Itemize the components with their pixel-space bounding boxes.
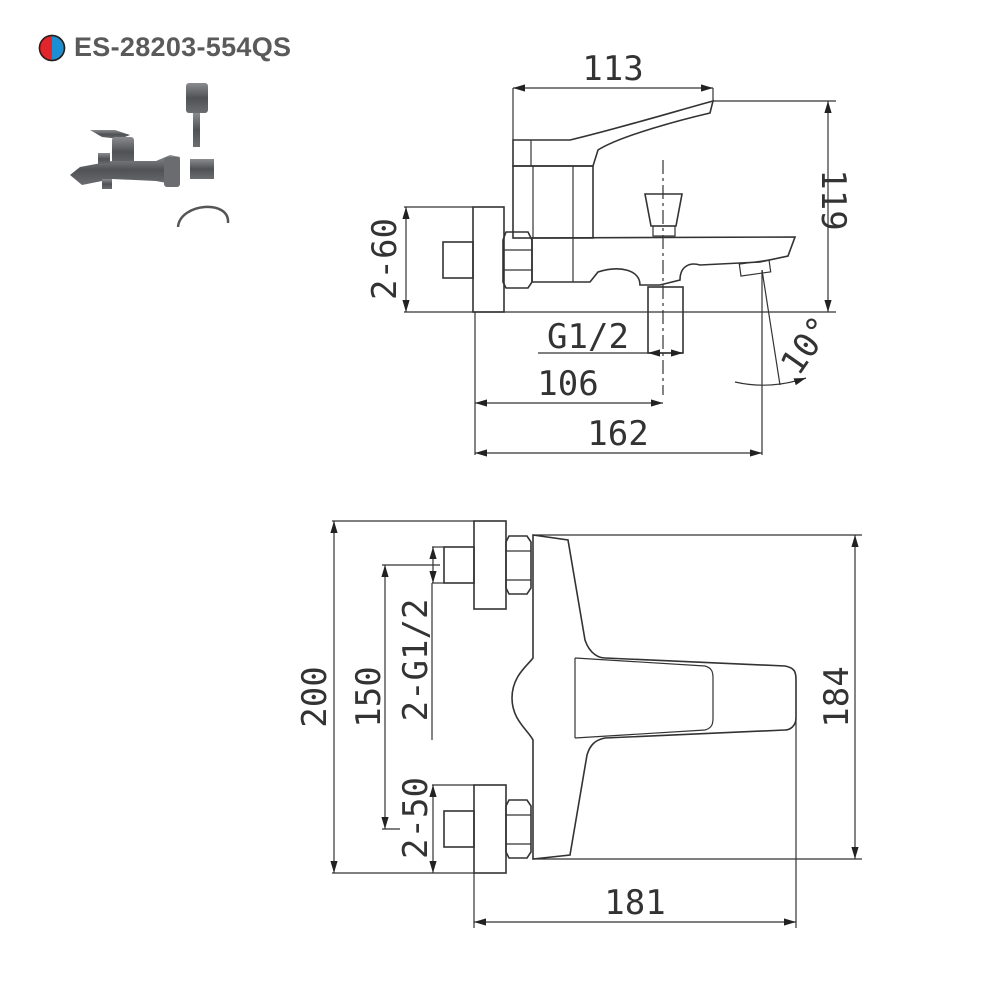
dim-overall-width: 200 [295, 666, 335, 727]
lower-flange [473, 784, 507, 874]
upper-nipple [443, 546, 475, 584]
shower-hose [176, 205, 230, 228]
lower-nipple [443, 810, 475, 848]
dim-eccentric-range: 2-60 [365, 218, 405, 300]
dim-wall-to-spout: 162 [587, 414, 648, 454]
dim-outlet-thread: G1/2 [547, 317, 629, 357]
shower-holder-bracket [190, 159, 214, 179]
lever-top [574, 657, 714, 739]
dim-height: 119 [813, 169, 853, 230]
hand-shower [186, 83, 208, 147]
diverter-knob [644, 193, 683, 227]
top-view: 200 150 2-G1/2 2-50 184 181 [295, 520, 862, 928]
cartridge-body [512, 165, 594, 239]
upper-flange [473, 520, 507, 610]
product-title: ES-28203-554QS [38, 32, 291, 63]
spout [531, 236, 797, 286]
dim-lever-length: 113 [582, 49, 643, 89]
model-code: ES-28203-554QS [74, 32, 292, 62]
upper-hex-nut [505, 535, 532, 595]
product-photo [70, 83, 230, 228]
dim-projection: 181 [604, 883, 665, 923]
dim-centers: 150 [349, 666, 389, 727]
dim-spout-angle: 10° [773, 309, 841, 382]
dim-eccentric-depth: 2-50 [396, 777, 436, 859]
bottom-outlet [647, 286, 684, 354]
hex-nut [502, 231, 533, 289]
dim-body-width: 184 [817, 666, 857, 727]
dim-wall-to-diverter: 106 [537, 364, 598, 404]
mixer-body-top [511, 534, 797, 860]
inlet-nipple [442, 241, 474, 279]
dim-inlet-thread: 2-G1/2 [396, 599, 436, 722]
side-view: 113 119 2-60 G1/2 106 162 10° [365, 49, 853, 457]
lower-hex-nut [505, 799, 532, 859]
lever-handle [512, 99, 715, 167]
wall-flange [472, 206, 505, 313]
bath-mixer-body [70, 130, 180, 189]
hot-cold-indicator-icon [38, 34, 66, 61]
